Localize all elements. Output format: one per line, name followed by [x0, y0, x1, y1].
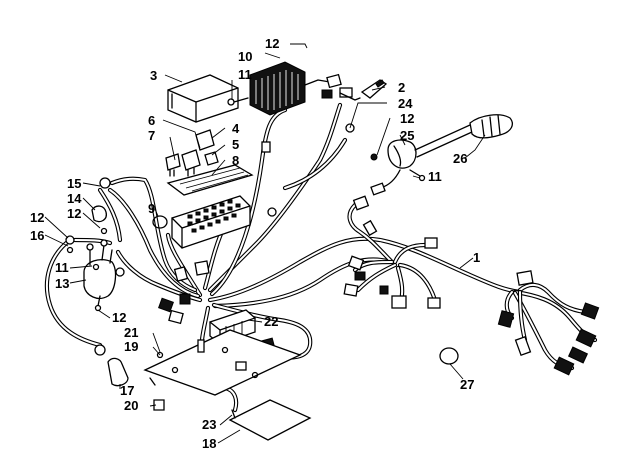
relay-box-cover [167, 74, 239, 123]
battery-cable [44, 176, 198, 356]
callout-12: 12 [400, 111, 414, 126]
callout-12: 12 [30, 210, 44, 225]
callout-6: 6 [148, 113, 155, 128]
terminal-boot [91, 205, 107, 223]
callout-12: 12 [67, 206, 81, 221]
callout-1: 1 [473, 250, 480, 265]
callout-11: 11 [55, 260, 69, 275]
callout-17: 17 [120, 383, 134, 398]
callout-16: 16 [30, 228, 44, 243]
voltage-regulator [227, 61, 361, 116]
callout-22: 22 [264, 314, 278, 329]
fuse-holder [360, 79, 388, 99]
harness-connectors [158, 123, 355, 325]
callout-8: 8 [232, 153, 239, 168]
callout-13: 13 [55, 276, 69, 291]
callout-labels: 12 10 3 11 2 24 6 4 7 5 8 12 25 26 11 15… [30, 36, 480, 451]
mounting-plate [143, 329, 302, 411]
callout-11: 11 [238, 67, 252, 82]
relay [165, 129, 219, 177]
callout-5: 5 [232, 137, 239, 152]
callout-11: 11 [428, 169, 442, 184]
leader-lines [44, 43, 486, 444]
retaining-ring [152, 215, 168, 229]
callout-12: 12 [112, 310, 126, 325]
fuse-panel [171, 195, 251, 249]
callout-27: 27 [460, 377, 474, 392]
callout-3: 3 [150, 68, 157, 83]
callout-25: 25 [400, 128, 414, 143]
callout-2: 2 [398, 80, 405, 95]
callout-18: 18 [202, 436, 216, 451]
callout-24: 24 [398, 96, 413, 111]
callout-20: 20 [124, 398, 138, 413]
callout-26: 26 [453, 151, 467, 166]
right-connectors [343, 195, 600, 376]
fuse-block [166, 164, 254, 196]
callout-23: 23 [202, 417, 216, 432]
callout-10: 10 [238, 49, 252, 64]
callout-14: 14 [67, 191, 82, 206]
callout-19: 19 [124, 339, 138, 354]
callout-9: 9 [148, 201, 155, 216]
callout-21: 21 [124, 325, 138, 340]
callout-4: 4 [232, 121, 240, 136]
decal [228, 399, 312, 441]
handlebar-switch [370, 114, 513, 196]
clamp-ring [439, 347, 459, 365]
callout-15: 15 [67, 176, 81, 191]
callout-7: 7 [148, 128, 155, 143]
battery-terminal-boot [107, 357, 129, 387]
callout-12: 12 [265, 36, 279, 51]
